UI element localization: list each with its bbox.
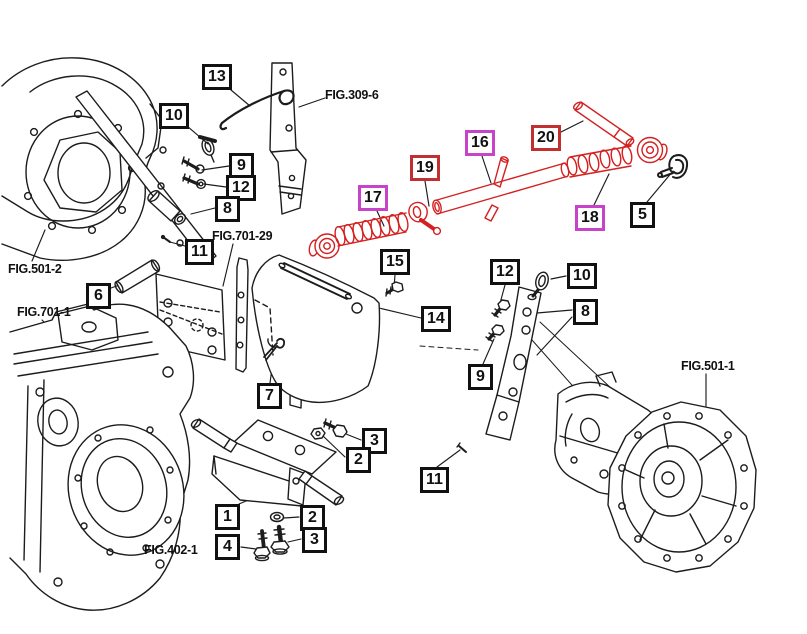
- cross-lever: [484, 156, 509, 222]
- callout-18[interactable]: 18: [575, 205, 605, 231]
- callout-3-lower[interactable]: 3: [302, 527, 327, 553]
- rod-part6: [114, 259, 161, 294]
- link-tube-part16: [432, 162, 570, 215]
- callout-10-left[interactable]: 10: [159, 103, 189, 129]
- screw-part15: [385, 281, 404, 297]
- ball-joint-left: [308, 233, 340, 259]
- shackle-part10-right: [527, 271, 549, 301]
- callout-1[interactable]: 1: [215, 504, 240, 530]
- bolt-part12-right: [491, 299, 511, 318]
- callout-12-right[interactable]: 12: [490, 259, 520, 285]
- shaft-pin-left: [190, 418, 238, 453]
- nut-part2-upper: [310, 427, 326, 440]
- differential-case-fig501-2: [1, 57, 163, 261]
- nut-part2-lower: [269, 511, 285, 523]
- callout-14[interactable]: 14: [421, 306, 451, 332]
- bolt-part9-right: [485, 324, 505, 342]
- cotter-pin-part7: [263, 337, 286, 361]
- left-fasteners: [147, 135, 217, 243]
- callout-11-right[interactable]: 11: [420, 467, 449, 493]
- figure-ref-701-1[interactable]: FIG.701-1: [17, 305, 71, 319]
- callout-8-right[interactable]: 8: [573, 299, 598, 325]
- pin-part20: [573, 101, 635, 147]
- link-coil-left-part17: [334, 211, 409, 247]
- callout-5[interactable]: 5: [630, 202, 655, 228]
- bushing-part8-left: [147, 189, 187, 225]
- bolt-part12-left: [182, 173, 207, 190]
- bolt-part9-left: [181, 156, 205, 174]
- callout-16[interactable]: 16: [465, 130, 495, 156]
- callout-19[interactable]: 19: [410, 155, 440, 181]
- bell-housing-fig501-1: [554, 371, 757, 573]
- figure-ref-309-6[interactable]: FIG.309-6: [325, 88, 379, 102]
- figure-ref-402-1[interactable]: FIG.402-1: [144, 543, 198, 557]
- callout-11-left[interactable]: 11: [185, 239, 214, 265]
- figure-ref-501-1[interactable]: FIG.501-1: [681, 359, 735, 373]
- pin-part11-right: [456, 442, 467, 453]
- wire-hook-part13: [219, 89, 295, 131]
- callout-9-left[interactable]: 9: [229, 153, 254, 179]
- lower-bracket-part1: [190, 418, 345, 507]
- ball-joint-right: [636, 136, 668, 164]
- snap-clip-part5: [657, 154, 689, 179]
- callout-6[interactable]: 6: [86, 283, 111, 309]
- bolt-part3-upper: [323, 418, 348, 438]
- shaft-pin-right: [298, 470, 345, 506]
- drag-link-assembly: [308, 101, 668, 259]
- bolt-part4: [253, 529, 271, 562]
- callout-7[interactable]: 7: [257, 383, 282, 409]
- callout-17[interactable]: 17: [358, 185, 388, 211]
- bolt-part3-lower: [270, 524, 290, 555]
- link-coil-right-part18: [566, 145, 633, 178]
- figure-ref-501-2[interactable]: FIG.501-2: [8, 262, 62, 276]
- callout-20[interactable]: 20: [531, 125, 561, 151]
- callout-15[interactable]: 15: [380, 249, 410, 275]
- figure-ref-701-29[interactable]: FIG.701-29: [212, 229, 273, 243]
- callout-10-right[interactable]: 10: [567, 263, 597, 289]
- side-plate-part8-right: [485, 286, 542, 441]
- callout-4[interactable]: 4: [215, 534, 240, 560]
- callout-9-right[interactable]: 9: [468, 364, 493, 390]
- callout-2-upper[interactable]: 2: [346, 447, 371, 473]
- callout-13[interactable]: 13: [202, 64, 232, 90]
- callout-8-left[interactable]: 8: [215, 196, 240, 222]
- clamp-part19: [408, 201, 442, 236]
- shackle-part10-left: [198, 135, 217, 163]
- cover-part14: [251, 254, 381, 404]
- gear-case-fig402-1: [67, 424, 185, 556]
- hanger-bracket-fig309-6: [269, 62, 307, 215]
- pin-part11-left: [160, 234, 171, 243]
